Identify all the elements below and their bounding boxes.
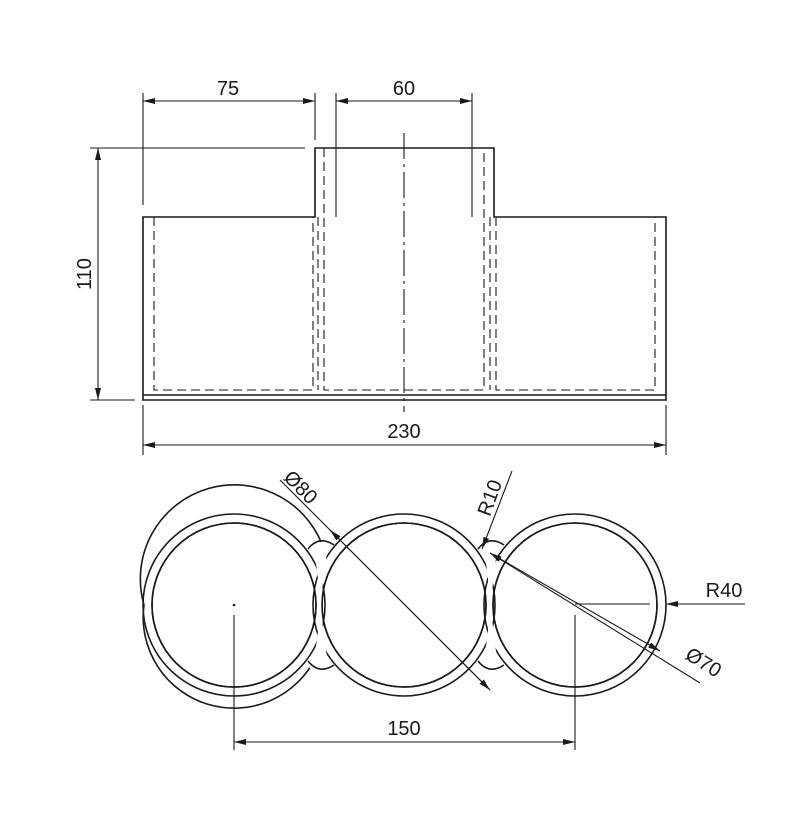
merge-mask [479,542,500,668]
middle-inner-circle [321,522,487,688]
dim-label-150: 150 [387,718,420,740]
middle-inner-circle-redraw [321,522,487,688]
dim-label-110: 110 [74,258,96,290]
dim-label-diameter-outer: Ø80 [279,467,321,509]
hidden-left-cup [153,217,314,391]
dim-label-fillet-radius: R10 [474,477,507,519]
fillet-top-right [477,540,505,550]
dim-line-diameter-inner-back [489,552,661,652]
merge-mask [309,542,330,668]
hidden-right-cup [495,217,656,391]
dim-label-diameter-inner: Ø70 [681,644,725,683]
front-view-outline [142,147,667,401]
middle-outer-circle [312,513,496,697]
top-view: 150 Ø80 R10 R40 Ø70 [139,467,745,750]
top-view-outer-outline [139,484,326,709]
dim-line-diameter-outer-back [329,529,491,691]
fillet-bottom-right [477,660,505,670]
fillet-top-left [307,540,335,550]
dim-label-60: 60 [393,78,415,100]
front-view: 75 60 110 230 [74,78,667,455]
leader-fillet-radius [481,470,513,550]
dim-label-75: 75 [217,78,239,100]
dim-label-arc-radius: R40 [706,580,743,602]
dim-line-diameter-inner [489,552,701,684]
fillet-bottom-left [307,660,335,670]
left-center-point [232,603,236,607]
dim-label-230: 230 [387,421,420,443]
